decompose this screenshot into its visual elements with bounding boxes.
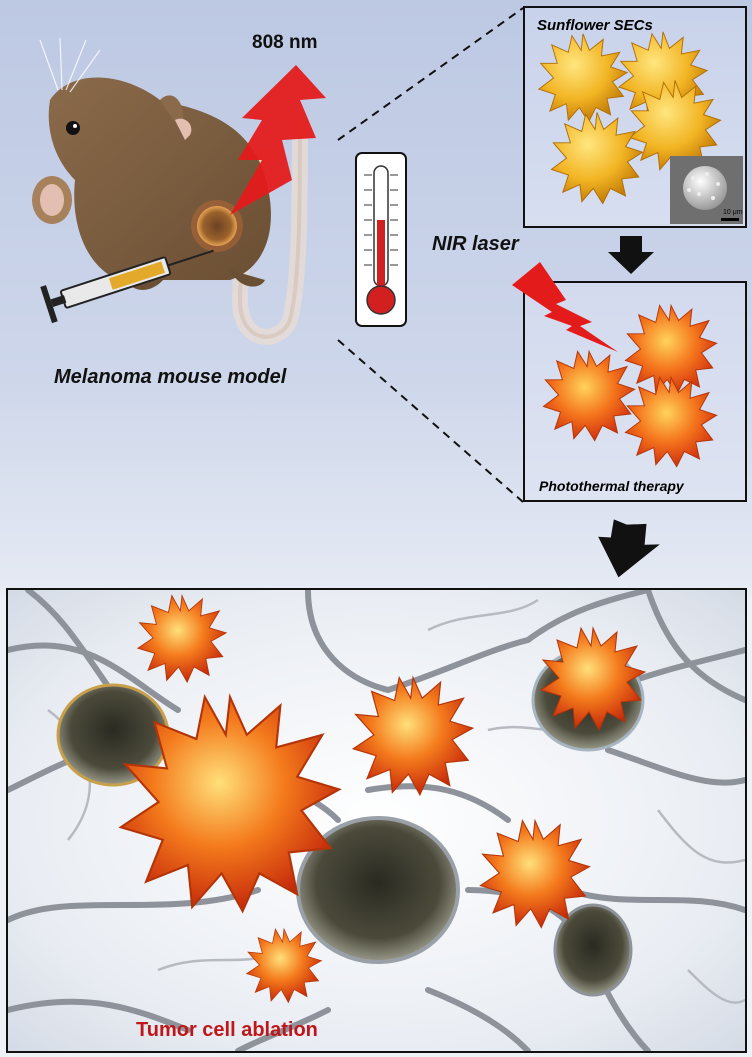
pollen-icon xyxy=(539,34,627,122)
tumor-ablation-illustration: Tumor cell ablation xyxy=(8,590,745,1051)
pollen-icon xyxy=(625,377,716,466)
photothermal-illustration: Photothermal therapy xyxy=(525,283,745,500)
thermometer-icon xyxy=(356,153,406,326)
pollen-icon xyxy=(138,596,226,683)
wavelength-label: 808 nm xyxy=(252,32,317,53)
photothermal-therapy-panel: Photothermal therapy xyxy=(523,281,747,502)
arrow-down-icon xyxy=(608,236,654,274)
pollen-icon xyxy=(353,678,473,795)
photothermal-therapy-label: Photothermal therapy xyxy=(539,478,685,494)
pollen-icon xyxy=(247,929,322,1002)
pollen-icon xyxy=(551,112,642,203)
pollen-icon xyxy=(543,351,634,440)
syringe-icon xyxy=(40,233,219,324)
lightning-bolt-icon xyxy=(230,65,326,215)
nir-laser-label: NIR laser xyxy=(432,233,520,255)
tumor-cell-ablation-label: Tumor cell ablation xyxy=(136,1019,318,1041)
sem-inset-icon: 10 μm xyxy=(670,156,743,224)
melanoma-model-label: Melanoma mouse model xyxy=(54,366,287,388)
tumor-ablation-panel: Tumor cell ablation xyxy=(6,588,747,1053)
tumor-icon xyxy=(191,200,243,252)
sunflower-secs-illustration: Sunflower SECs 10 μm xyxy=(525,8,745,226)
scale-bar-label: 10 μm xyxy=(723,209,743,216)
mouse-icon xyxy=(32,38,300,337)
arrow-down-icon xyxy=(587,509,665,587)
zoom-connector-lines xyxy=(338,8,523,502)
sunflower-secs-label: Sunflower SECs xyxy=(537,17,653,34)
sunflower-secs-panel: Sunflower SECs 10 μm xyxy=(523,6,747,228)
